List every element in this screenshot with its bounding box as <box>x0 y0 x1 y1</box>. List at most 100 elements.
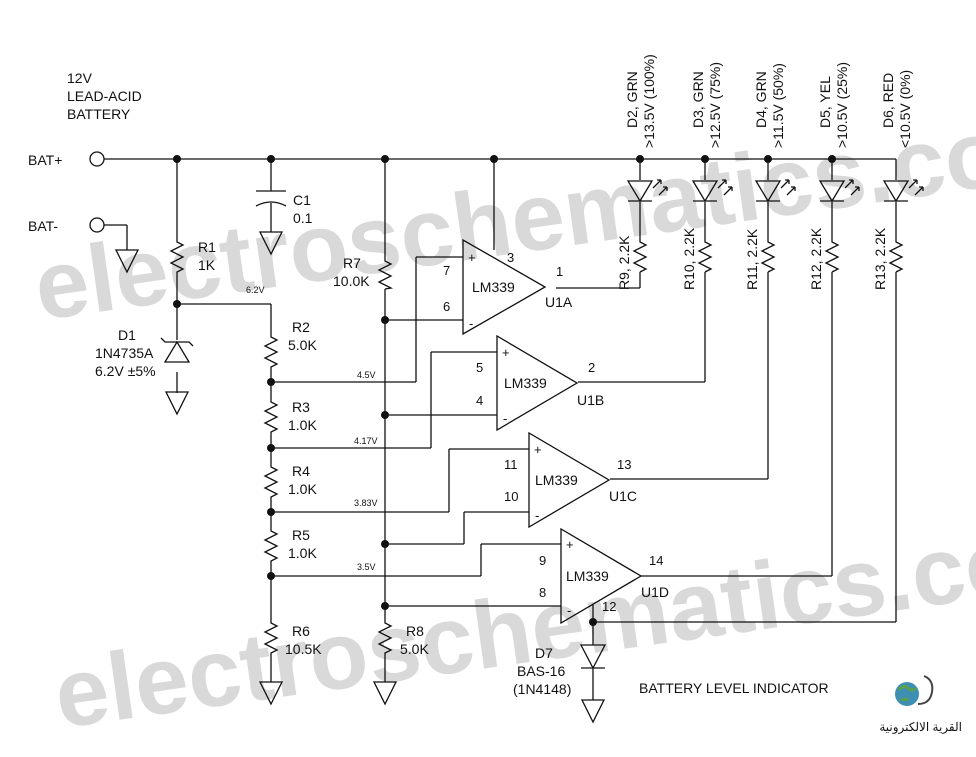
r5-value: 1.0K <box>288 545 317 561</box>
diode-d7 <box>579 644 607 670</box>
resistor-r12 <box>824 238 840 273</box>
resistor-r2 <box>263 333 279 369</box>
battery-line3: BATTERY <box>67 106 131 122</box>
d7-alt: (1N4148) <box>513 681 571 697</box>
resistor-r8 <box>377 619 393 655</box>
bat-minus-label: BAT- <box>28 218 58 234</box>
r2-ref: R2 <box>292 319 310 335</box>
diagram-title: BATTERY LEVEL INDICATOR <box>639 680 829 696</box>
c1-ref: C1 <box>293 192 311 208</box>
junction-dot <box>267 508 275 516</box>
u1a-pin-out: 1 <box>556 264 563 279</box>
u1c-pin-out: 13 <box>617 457 631 472</box>
resistors <box>169 238 904 655</box>
led-d3-ref: D3, GRN <box>690 71 706 128</box>
bat-plus-label: BAT+ <box>28 152 62 168</box>
junction-dot <box>381 540 389 548</box>
r2-value: 5.0K <box>288 337 317 353</box>
junction-dot <box>381 316 389 324</box>
junction-dot <box>764 155 772 163</box>
r4-value: 1.0K <box>288 481 317 497</box>
r8-value: 5.0K <box>400 641 429 657</box>
resistor-r3 <box>263 398 279 434</box>
comparator-u1b <box>496 334 579 432</box>
junction-dot <box>589 618 597 626</box>
junction-dot <box>490 155 498 163</box>
u1d-pin-plus: 9 <box>539 553 546 568</box>
r7-value: 10.0K <box>333 273 370 289</box>
bat-minus-terminal <box>89 217 105 233</box>
junction-dot <box>267 155 275 163</box>
r5-ref: R5 <box>292 527 310 543</box>
u1d-pin-gnd: 12 <box>602 599 616 614</box>
node-3v83: 3.83V <box>354 498 378 508</box>
u1c-sign-minus: - <box>535 508 539 523</box>
junction-dot <box>636 155 644 163</box>
junction-dot <box>701 155 709 163</box>
u1b-sign-minus: - <box>503 411 507 426</box>
u1d-pin-minus: 8 <box>539 585 546 600</box>
d1-value: 6.2V ±5% <box>95 363 156 379</box>
r8-ref: R8 <box>406 623 424 639</box>
led-d2-ref: D2, GRN <box>624 71 640 128</box>
led-d5-ref: D5, YEL <box>817 76 833 128</box>
u1c-pin-minus: 10 <box>504 489 518 504</box>
node-4v5: 4.5V <box>357 370 376 380</box>
r6-ref: R6 <box>292 623 310 639</box>
led-symbol <box>754 179 796 203</box>
resistor-r9 <box>632 238 648 273</box>
u1a-pin-plus: 7 <box>443 263 450 278</box>
junction-dot <box>267 444 275 452</box>
u1b-pin-minus: 4 <box>476 393 483 408</box>
u1d-sign-minus: - <box>567 603 571 618</box>
u1a-ref: U1A <box>545 294 573 310</box>
d1-part: 1N4735A <box>95 345 154 361</box>
u1a-part: LM339 <box>472 279 515 295</box>
r12-label: R12, 2.2K <box>808 227 824 290</box>
led-d6-level: <10.5V (0%) <box>897 70 913 148</box>
r1-value: 1K <box>198 257 216 273</box>
resistor-r13 <box>888 238 904 273</box>
junction-dot <box>381 155 389 163</box>
led-d4-level: >11.5V (50%) <box>770 63 786 148</box>
led-d4-ref: D4, GRN <box>753 71 769 128</box>
r4-ref: R4 <box>292 463 310 479</box>
u1c-part: LM339 <box>535 472 578 488</box>
junction-dot <box>267 572 275 580</box>
u1b-sign-plus: + <box>502 345 510 360</box>
d7-ref: D7 <box>535 645 553 661</box>
r1-ref: R1 <box>198 239 216 255</box>
u1d-ref: U1D <box>641 584 669 600</box>
node-6v2: 6.2V <box>246 285 265 295</box>
ground-symbols <box>114 231 606 724</box>
junction-dot <box>381 602 389 610</box>
junction-dot <box>173 155 181 163</box>
r3-ref: R3 <box>292 399 310 415</box>
led-symbol <box>882 179 924 203</box>
battery-line2: LEAD-ACID <box>67 88 142 104</box>
u1b-pin-plus: 5 <box>476 360 483 375</box>
u1c-ref: U1C <box>609 488 637 504</box>
led-symbol <box>626 179 668 203</box>
r9-label: R9, 2.2K <box>616 235 632 290</box>
resistor-r5 <box>263 527 279 563</box>
r3-value: 1.0K <box>288 417 317 433</box>
u1c-sign-plus: + <box>534 442 542 457</box>
u1d-part: LM339 <box>566 568 609 584</box>
led-d6-ref: D6, RED <box>880 73 896 128</box>
u1a-sign-plus: + <box>468 250 476 265</box>
led-d3-level: >12.5V (75%) <box>707 62 723 148</box>
d1-ref: D1 <box>118 327 136 343</box>
capacitor-c1 <box>255 190 287 207</box>
wires <box>104 158 897 700</box>
led-array <box>626 179 924 203</box>
u1b-pin-out: 2 <box>588 360 595 375</box>
r6-value: 10.5K <box>285 641 322 657</box>
led-symbol <box>818 179 860 203</box>
zener-diode-d1 <box>160 337 194 363</box>
junction-dot <box>173 300 181 308</box>
led-d2-level: >13.5V (100%) <box>641 54 657 148</box>
u1a-sign-minus: - <box>469 316 473 331</box>
